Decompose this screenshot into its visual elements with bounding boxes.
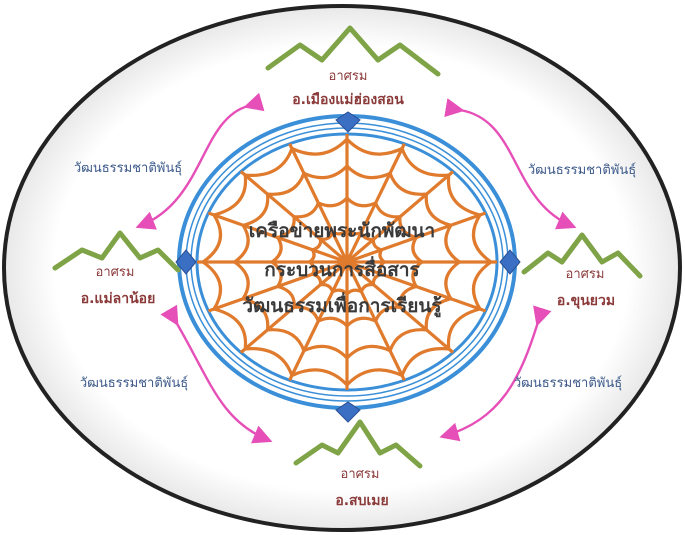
arrow-bottom-right	[439, 305, 552, 442]
ashram-label-top: อาศรม	[328, 69, 368, 84]
mountain-icon	[52, 25, 643, 469]
center-title-line-1: เครือข่ายพระนักพัฒนา	[248, 220, 436, 242]
arrow-top-right	[444, 98, 577, 230]
curved-double-arrow-icon	[135, 92, 577, 444]
ashram-label-right: อาศรม	[565, 267, 605, 282]
culture-label-bottom-left: วัฒนธรรมชาติพันธุ์	[79, 376, 189, 391]
diamond-bottom	[335, 401, 361, 423]
diamond-right	[499, 249, 521, 275]
center-title-line-3: วัฒนธรรมเพื่อการเรียนรู้	[242, 295, 442, 317]
culture-label-top-left: วัฒนธรรมชาติพันธุ์	[73, 161, 183, 176]
district-label-top: อ.เมืองแม่ฮ่องสอน	[292, 92, 404, 108]
diamond-top	[335, 111, 361, 133]
district-label-right: อ.ขุนยวม	[556, 293, 616, 309]
district-label-left: อ.แม่ลาน้อย	[80, 291, 156, 307]
arrow-bottom-left	[160, 304, 273, 444]
diamond-left	[175, 249, 197, 275]
spider-web-icon	[197, 134, 497, 390]
ashram-label-left: อาศรม	[95, 265, 135, 280]
culture-label-bottom-right: วัฒนธรรมชาติพันธุ์	[513, 376, 623, 391]
diamond-connector-icon	[175, 111, 521, 423]
center-title-line-2: กระบวนการสื่อสาร	[264, 259, 420, 281]
culture-label-top-right: วัฒนธรรมชาติพันธุ์	[527, 163, 637, 178]
ashram-label-bottom: อาศรม	[340, 467, 380, 482]
district-label-bottom: อ.สบเมย	[335, 493, 389, 509]
arrow-top-left	[135, 92, 265, 230]
